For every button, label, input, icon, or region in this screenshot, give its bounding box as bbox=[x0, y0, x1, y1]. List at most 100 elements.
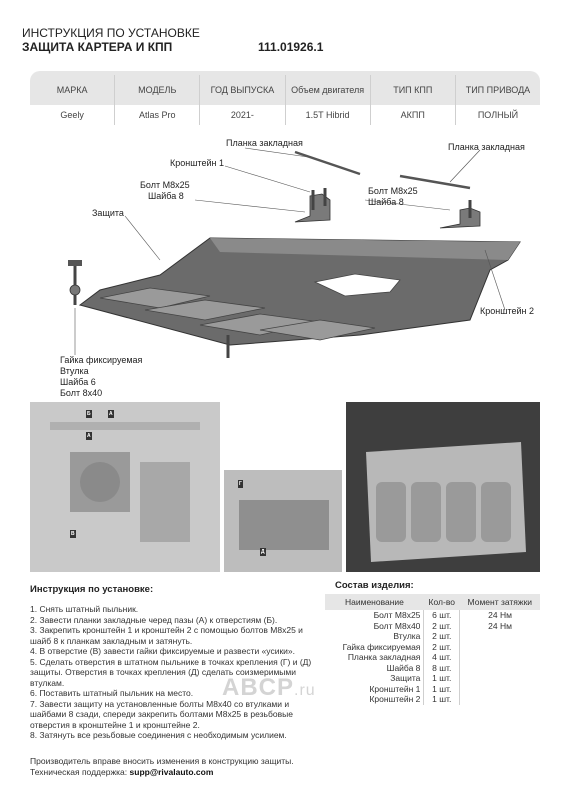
kit-item-name: Планка закладная bbox=[347, 652, 421, 662]
kit-item-torque bbox=[460, 663, 540, 674]
kit-col-qty: Кол-во bbox=[423, 594, 460, 610]
marker-a: А bbox=[108, 410, 114, 418]
guard-plate-top-face bbox=[210, 238, 520, 260]
kit-item-torque: 24 Нм bbox=[488, 620, 512, 631]
support-label: Техническая поддержка: bbox=[30, 767, 128, 777]
spec-header-row: МАРКА МОДЕЛЬ ГОД ВЫПУСКА Объем двигателя… bbox=[30, 75, 540, 105]
photo-installed-guard bbox=[346, 402, 540, 572]
kit-item-torque bbox=[460, 684, 540, 695]
label-washer-left: Шайба 8 bbox=[148, 191, 184, 201]
document-title: ИНСТРУКЦИЯ ПО УСТАНОВКЕ ЗАЩИТА КАРТЕРА И… bbox=[22, 26, 200, 54]
footer-support: Техническая поддержка: supp@rivalauto.co… bbox=[30, 767, 294, 778]
label-bracket-2: Кронштейн 2 bbox=[480, 306, 534, 316]
marker-d: Д bbox=[260, 548, 266, 556]
spec-value-make: Geely bbox=[60, 109, 84, 120]
spec-header-gearbox: ТИП КПП bbox=[369, 75, 455, 105]
spec-header-year: ГОД ВЫПУСКА bbox=[199, 75, 284, 105]
kit-item-torque bbox=[460, 652, 540, 663]
kit-item-torque bbox=[460, 673, 540, 684]
vehicle-spec-table: МАРКА МОДЕЛЬ ГОД ВЫПУСКА Объем двигателя… bbox=[30, 71, 540, 125]
label-plank-left: Планка закладная bbox=[226, 138, 303, 148]
assembly-drawing bbox=[68, 147, 521, 358]
marker-v: В bbox=[70, 530, 76, 538]
plank-right bbox=[399, 174, 471, 190]
instructions-list: 1. Снять штатный пыльник. 2. Завести пла… bbox=[30, 604, 322, 741]
sleeve bbox=[69, 284, 81, 296]
kit-header-row: Наименование Кол-во Момент затяжки bbox=[325, 594, 540, 610]
spec-value-row: Geely Atlas Pro 2021- 1.5T Hibrid АКПП П… bbox=[30, 105, 540, 125]
label-plank-right: Планка закладная bbox=[448, 142, 525, 152]
kit-col-name: Наименование bbox=[325, 594, 424, 610]
guard-cutout bbox=[313, 273, 401, 297]
label-bolt-left: Болт М8х25 bbox=[140, 180, 190, 190]
title-line-1: ИНСТРУКЦИЯ ПО УСТАНОВКЕ bbox=[22, 26, 200, 40]
watermark: ABCP.ru bbox=[222, 674, 316, 702]
kit-item-qty: 6 шт. bbox=[423, 610, 461, 621]
spec-value-year: 2021- bbox=[199, 105, 284, 125]
kit-item-torque bbox=[460, 642, 540, 653]
kit-item-qty: 4 шт. bbox=[423, 652, 461, 663]
support-email-link[interactable]: supp@rivalauto.com bbox=[129, 767, 214, 777]
marker-b: Б bbox=[86, 410, 92, 418]
splash-guard-sketch bbox=[224, 470, 342, 572]
spec-header-model: МОДЕЛЬ bbox=[114, 75, 199, 105]
spec-value-engine: 1.5T Hibrid bbox=[284, 105, 370, 125]
instruction-step: 5. Сделать отверстия в штатном пыльнике … bbox=[30, 656, 312, 688]
kit-item-torque: 24 Нм bbox=[488, 610, 512, 620]
kit-table: Наименование Кол-во Момент затяжки Болт … bbox=[325, 594, 540, 705]
instruction-step: 4. В отверстие (В) завести гайки фиксиру… bbox=[30, 646, 296, 656]
label-bolt-right: Болт М8х25 bbox=[368, 186, 418, 196]
title-line-2: ЗАЩИТА КАРТЕРА И КПП bbox=[22, 40, 173, 54]
marker-a: А bbox=[86, 432, 92, 440]
kit-item-name: Гайка фиксируемая bbox=[342, 641, 421, 652]
kit-item-torque bbox=[460, 694, 540, 705]
exploded-assembly-diagram: Планка закладная Планка закладная Кроншт… bbox=[30, 130, 540, 400]
instruction-step: 2. Завести планки закладные черед пазы (… bbox=[30, 614, 278, 625]
spec-header-make: МАРКА bbox=[56, 84, 88, 95]
kit-item-qty: 1 шт. bbox=[423, 673, 461, 684]
kit-item-name: Защита bbox=[390, 673, 421, 683]
guard-slot bbox=[99, 287, 211, 309]
kit-item-name: Болт М8х25 bbox=[373, 610, 421, 620]
spec-value-drive: ПОЛНЫЙ bbox=[454, 105, 540, 125]
instructions-title: Инструкция по установке: bbox=[30, 584, 154, 595]
bracket-2 bbox=[439, 207, 481, 229]
kit-item-qty: 2 шт. bbox=[423, 620, 461, 631]
kit-item-qty: 1 шт. bbox=[423, 683, 461, 694]
kit-title: Состав изделия: bbox=[335, 580, 414, 591]
label-washer6: Шайба 6 bbox=[60, 377, 96, 387]
kit-item-name: Втулка bbox=[393, 631, 421, 641]
plank-left bbox=[294, 150, 361, 176]
spec-value-model: Atlas Pro bbox=[114, 105, 199, 125]
kit-col-torque: Момент затяжки bbox=[459, 594, 540, 610]
label-guard: Защита bbox=[92, 208, 124, 218]
footer-disclaimer: Производитель вправе вносить изменения в… bbox=[30, 756, 294, 766]
fixing-nut bbox=[68, 260, 82, 266]
footer: Производитель вправе вносить изменения в… bbox=[30, 756, 294, 778]
kit-item-qty: 2 шт. bbox=[423, 641, 461, 652]
watermark-text: ABCP bbox=[222, 674, 295, 701]
watermark-suffix: .ru bbox=[294, 682, 316, 699]
spec-value-gearbox: АКПП bbox=[369, 105, 455, 125]
label-bracket-1: Кронштейн 1 bbox=[170, 158, 224, 168]
instruction-step: 1. Снять штатный пыльник. bbox=[30, 604, 139, 614]
part-number: 111.01926.1 bbox=[258, 40, 324, 54]
kit-item-qty: 1 шт. bbox=[423, 694, 461, 705]
underbody-sketch bbox=[30, 402, 220, 572]
instruction-step: 8. Затянуть все резьбовые соединения с н… bbox=[30, 730, 287, 740]
kit-item-torque bbox=[460, 631, 540, 642]
guard-slot bbox=[144, 299, 266, 321]
photo-factory-splash-guard: Г Д bbox=[224, 470, 342, 572]
spec-header-engine: Объем двигателя bbox=[284, 75, 370, 105]
label-bolt-840: Болт 8х40 bbox=[60, 388, 103, 398]
kit-item-name: Кронштейн 1 bbox=[369, 683, 421, 694]
installed-guard-sketch bbox=[346, 402, 540, 572]
